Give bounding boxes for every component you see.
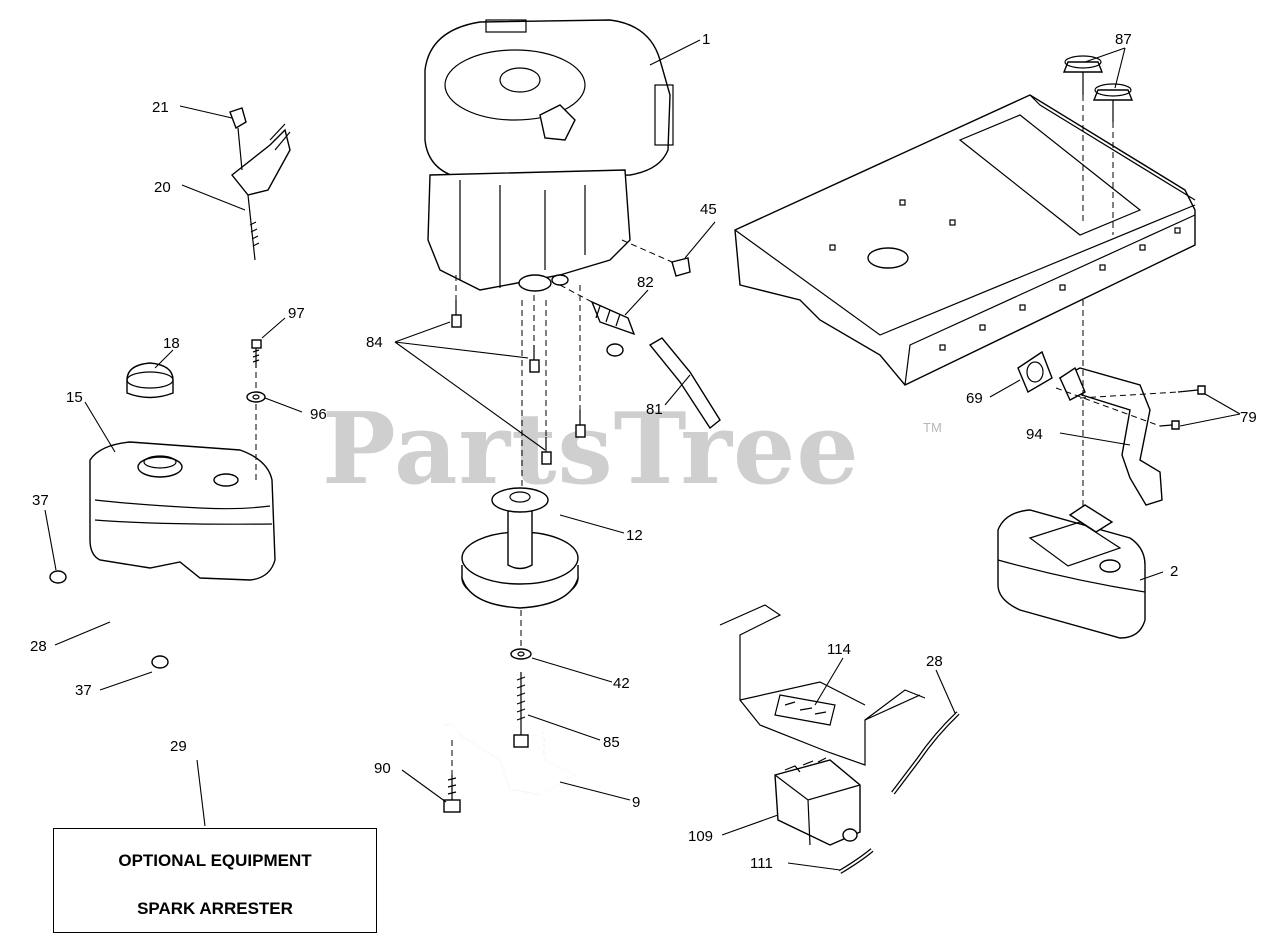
- callout-96: 96: [310, 406, 327, 423]
- callout-45: 45: [700, 201, 717, 218]
- bolt-84-part[interactable]: [451, 300, 586, 465]
- callout-21: 21: [152, 99, 169, 116]
- callout-15: 15: [66, 389, 83, 406]
- callout-114: 114: [827, 641, 851, 658]
- callout-87: 87: [1115, 31, 1132, 48]
- callout-18: 18: [163, 335, 180, 352]
- exhaust-pipe-94-part[interactable]: [1058, 366, 1163, 506]
- bracket-114-part[interactable]: [719, 604, 926, 766]
- watermark: PartsTree: [322, 392, 860, 507]
- callout-84: 84: [366, 334, 383, 351]
- engine-part[interactable]: [424, 19, 674, 292]
- fuel-cap-part[interactable]: [126, 362, 174, 399]
- callout-90: 90: [374, 760, 391, 777]
- callout-42: 42: [613, 675, 630, 692]
- bolt-85-part[interactable]: [513, 672, 529, 748]
- callout-28-left: 28: [30, 638, 47, 655]
- tube-111-part[interactable]: [838, 848, 874, 874]
- callout-81: 81: [646, 401, 663, 418]
- washer-96-part[interactable]: [246, 391, 266, 403]
- callout-94: 94: [1026, 426, 1043, 443]
- fuel-line-right-part[interactable]: [891, 711, 960, 795]
- pulley-part[interactable]: [461, 487, 579, 609]
- leader-lines: [44, 39, 1241, 871]
- callout-2: 2: [1170, 563, 1178, 580]
- callout-109: 109: [688, 828, 713, 845]
- callout-79: 79: [1240, 409, 1257, 426]
- screws-79-part[interactable]: [1159, 385, 1206, 430]
- spark-arrester-label: SPARK ARRESTER: [137, 899, 293, 918]
- callout-111: 111: [750, 855, 773, 872]
- gasket-69-part[interactable]: [1017, 350, 1053, 394]
- callout-69: 69: [966, 390, 983, 407]
- throttle-control-part[interactable]: [229, 107, 291, 261]
- callout-labels: 1 2 9 12 15 18 20 21 28 28 29 37 37 42 4…: [30, 31, 1257, 872]
- optional-equipment-box: OPTIONAL EQUIPMENT SPARK ARRESTER: [53, 828, 377, 933]
- callout-37-upper: 37: [32, 492, 49, 509]
- clamp-82-part[interactable]: [606, 343, 624, 357]
- callout-9: 9: [632, 794, 640, 811]
- callout-20: 20: [154, 179, 171, 196]
- callout-82: 82: [637, 274, 654, 291]
- hose-clamp-upper-part[interactable]: [49, 570, 67, 584]
- callout-85: 85: [603, 734, 620, 751]
- callout-97: 97: [288, 305, 305, 322]
- watermark-trademark: TM: [923, 420, 942, 435]
- fuel-line-left-part[interactable]: [59, 578, 159, 662]
- washer-42-part[interactable]: [510, 648, 532, 660]
- callout-12: 12: [626, 527, 643, 544]
- fuel-tank-part[interactable]: [89, 441, 276, 581]
- optional-equipment-label: OPTIONAL EQUIPMENT: [118, 851, 312, 870]
- fuel-line-81-part[interactable]: [648, 337, 721, 430]
- callout-37-lower: 37: [75, 682, 92, 699]
- hose-clamp-lower-part[interactable]: [151, 655, 169, 669]
- bracket-9-part[interactable]: [444, 723, 577, 796]
- frame-detail-marks: [829, 199, 1181, 351]
- callout-29: 29: [170, 738, 187, 755]
- callout-1: 1: [702, 31, 710, 48]
- callout-28-right: 28: [926, 653, 943, 670]
- spark-arrester-109-part[interactable]: [774, 757, 861, 846]
- engine-mounting-plate-part[interactable]: [734, 94, 1196, 386]
- muffler-part[interactable]: [997, 504, 1146, 639]
- fuel-fitting-82-part[interactable]: [590, 300, 636, 336]
- elbow-fitting-45-part[interactable]: [671, 257, 691, 277]
- bolt-90-part[interactable]: [443, 775, 461, 813]
- screw-97-part[interactable]: [251, 339, 262, 368]
- bolt-87-part[interactable]: [1062, 55, 1134, 122]
